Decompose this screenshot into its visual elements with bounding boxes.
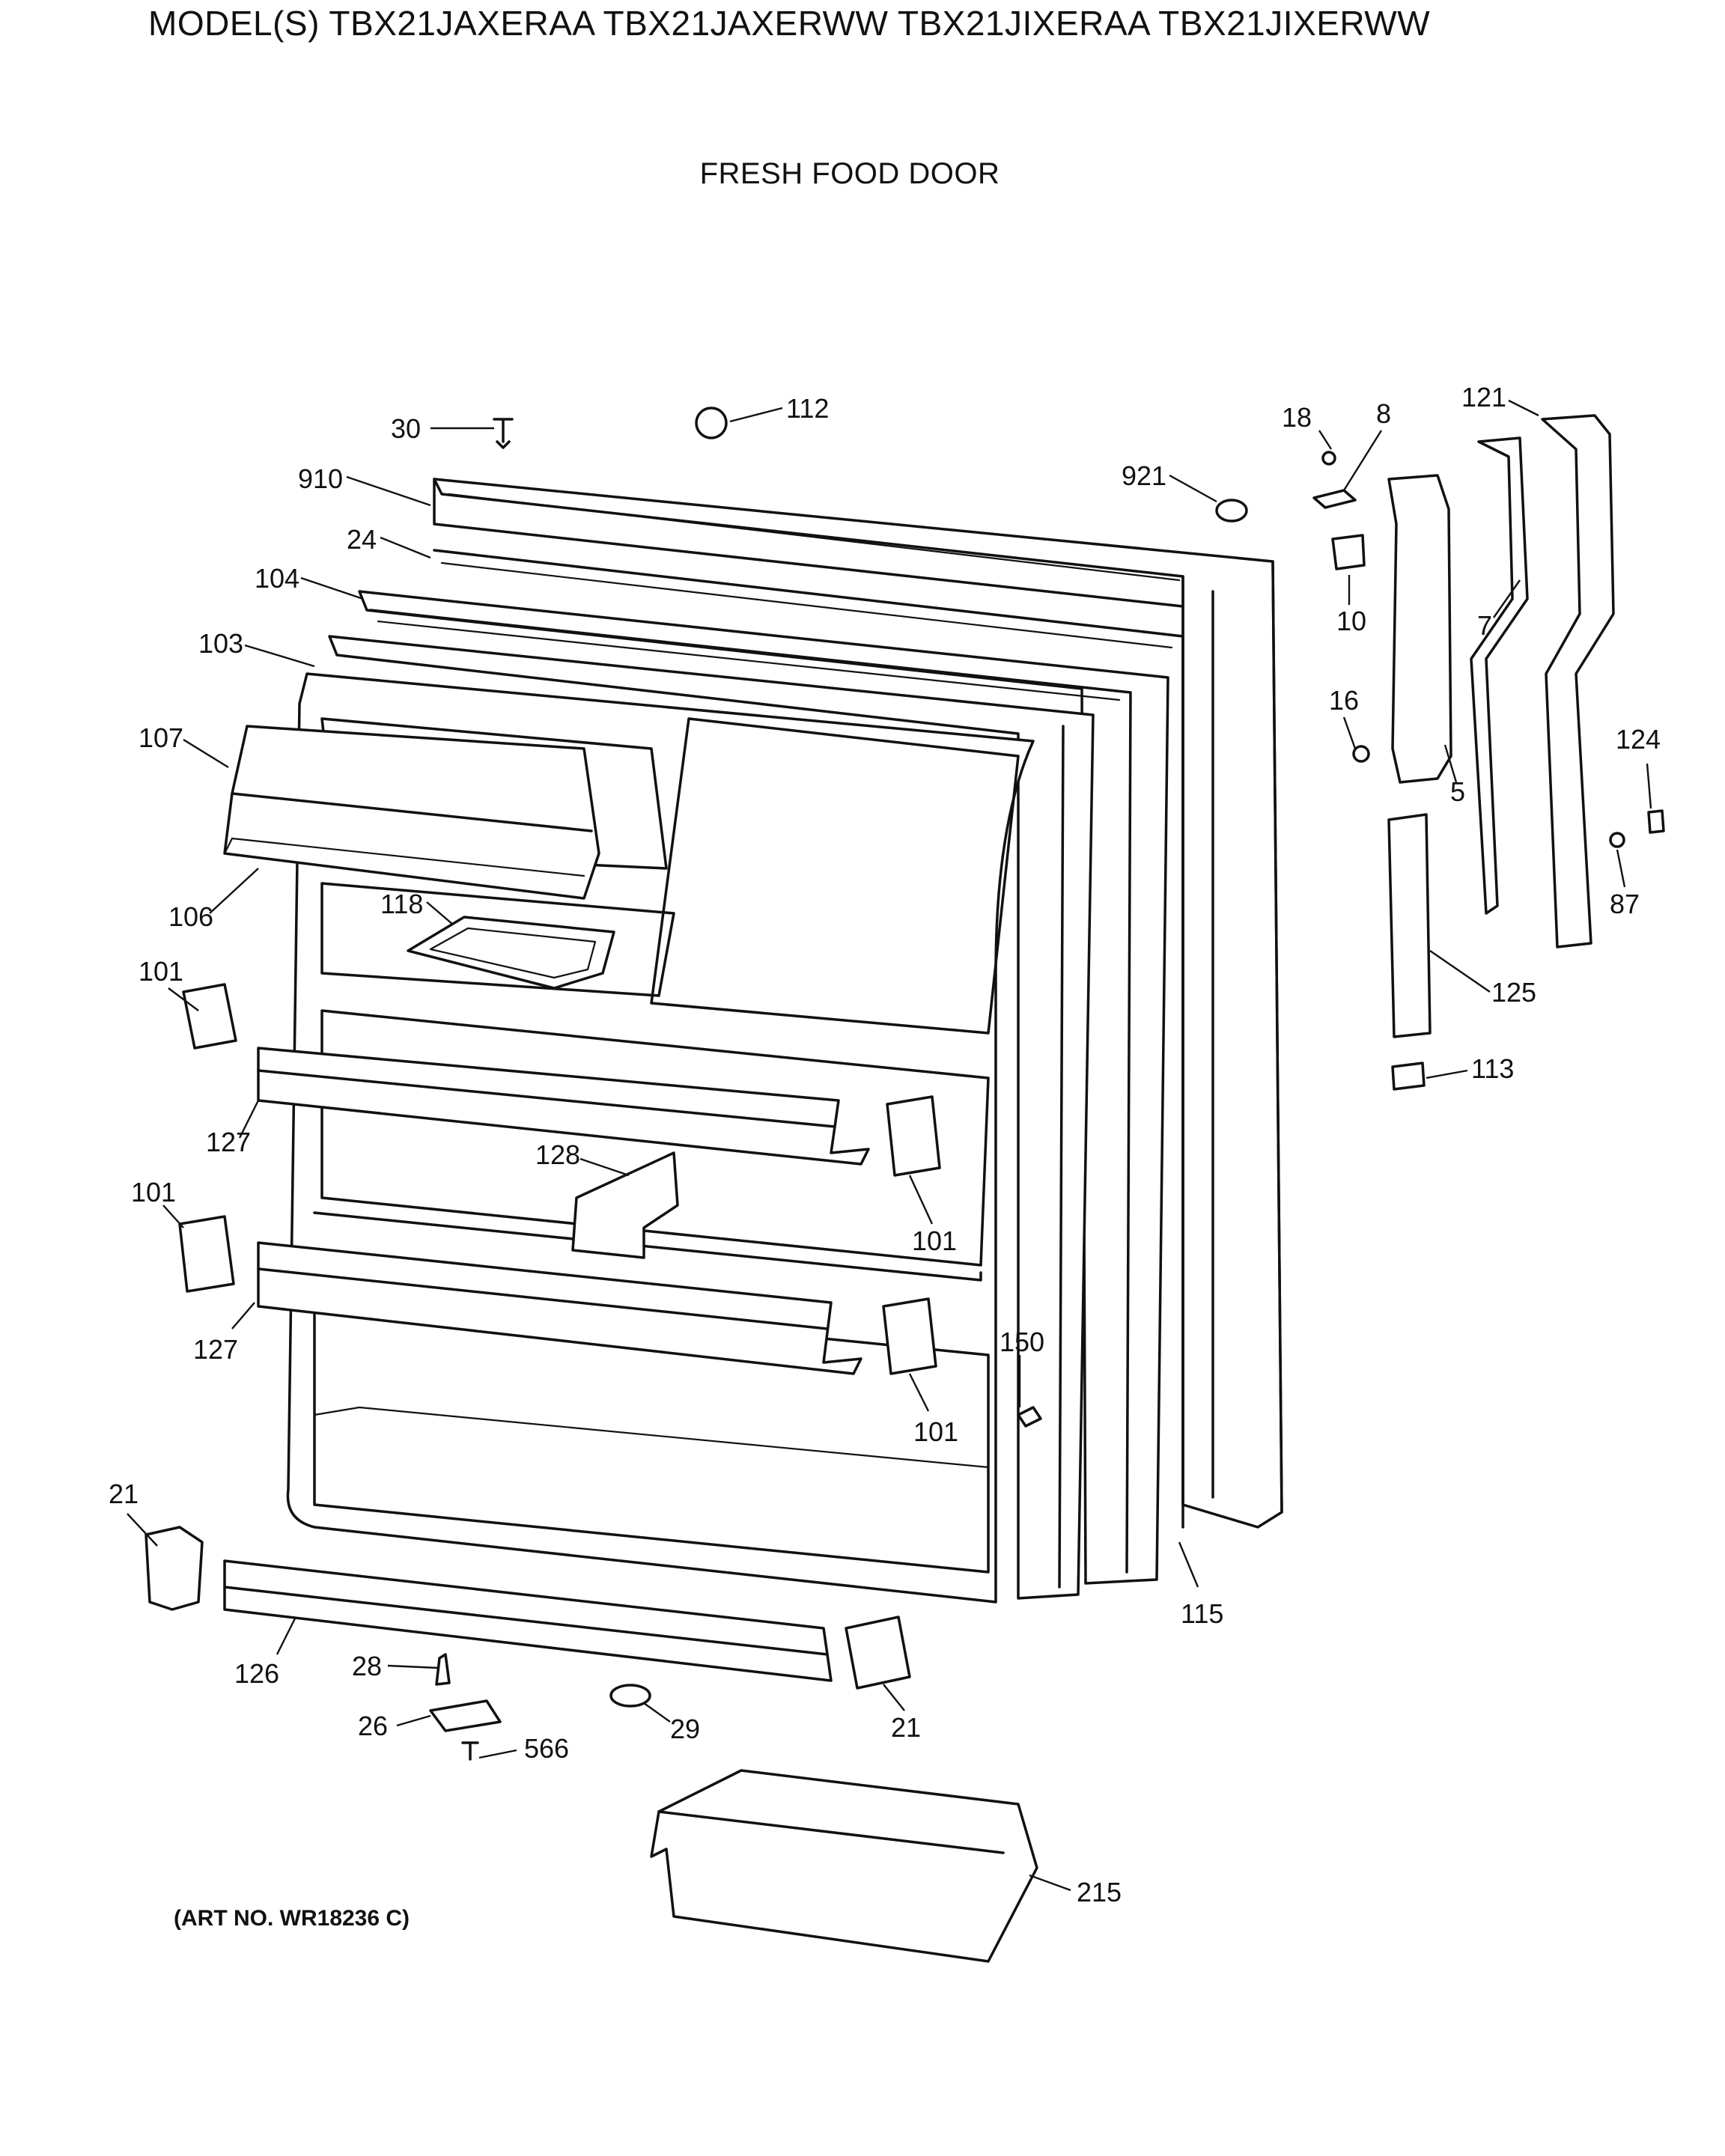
section-title: FRESH FOOD DOOR bbox=[699, 157, 1000, 190]
callout-113: 113 bbox=[1471, 1053, 1514, 1084]
hinge-caps bbox=[144, 1526, 911, 1690]
gasket bbox=[433, 549, 1184, 1529]
handle-trims bbox=[1470, 414, 1615, 948]
storage-bin bbox=[650, 1769, 1038, 1963]
callout-112: 112 bbox=[786, 393, 829, 424]
bottom-rail bbox=[223, 1559, 833, 1682]
callout-29: 29 bbox=[670, 1714, 700, 1744]
callout-103: 103 bbox=[198, 628, 243, 659]
callout-101-lower-left: 101 bbox=[131, 1177, 176, 1208]
callout-8: 8 bbox=[1376, 398, 1391, 429]
callout-115: 115 bbox=[1181, 1598, 1223, 1629]
callout-124: 124 bbox=[1616, 724, 1661, 755]
small-parts bbox=[429, 406, 1665, 1761]
tray bbox=[407, 916, 615, 990]
callout-26: 26 bbox=[358, 1711, 388, 1741]
callout-127-lower: 127 bbox=[193, 1334, 238, 1365]
model-list: MODEL(S) TBX21JAXERAA TBX21JAXERWW TBX21… bbox=[148, 4, 1431, 43]
callout-18: 18 bbox=[1282, 402, 1312, 433]
callout-10: 10 bbox=[1336, 606, 1366, 636]
callout-87: 87 bbox=[1610, 889, 1640, 919]
callout-910: 910 bbox=[298, 463, 343, 494]
callout-126: 126 bbox=[234, 1658, 279, 1689]
callout-101-lower-right: 101 bbox=[913, 1416, 958, 1447]
callout-5: 5 bbox=[1450, 776, 1465, 807]
callout-121: 121 bbox=[1461, 382, 1506, 412]
leader-lines bbox=[127, 399, 1652, 1892]
handle-channel bbox=[1387, 813, 1432, 1038]
callout-101-upper-right: 101 bbox=[912, 1225, 957, 1256]
callout-104: 104 bbox=[255, 563, 299, 594]
callout-128: 128 bbox=[535, 1139, 580, 1170]
callout-106: 106 bbox=[168, 901, 213, 932]
callout-101-upper-left: 101 bbox=[139, 956, 183, 987]
shelf-end-caps bbox=[178, 983, 941, 1375]
callout-566: 566 bbox=[524, 1733, 569, 1764]
door-shelf-lower bbox=[257, 1241, 862, 1375]
callout-16: 16 bbox=[1329, 685, 1359, 716]
shelf-divider bbox=[571, 1151, 679, 1259]
callout-107: 107 bbox=[139, 722, 183, 753]
callout-24: 24 bbox=[347, 524, 377, 555]
callout-215: 215 bbox=[1077, 1877, 1122, 1907]
dairy-compartment-door bbox=[223, 725, 600, 900]
art-number: (ART NO. WR18236 C) bbox=[174, 1906, 410, 1931]
callout-125: 125 bbox=[1491, 977, 1536, 1008]
callout-21-right: 21 bbox=[891, 1712, 921, 1743]
door-dike bbox=[358, 590, 1169, 1585]
door-handle bbox=[1387, 474, 1452, 784]
callout-21-left: 21 bbox=[109, 1479, 139, 1509]
door-liner bbox=[328, 635, 1095, 1600]
header: MODEL(S) TBX21JAXERAA TBX21JAXERWW TBX21… bbox=[0, 0, 1725, 60]
callout-28: 28 bbox=[352, 1651, 382, 1681]
callout-118: 118 bbox=[380, 889, 423, 919]
callout-921: 921 bbox=[1122, 460, 1166, 491]
callout-127-upper: 127 bbox=[206, 1127, 251, 1157]
callout-7: 7 bbox=[1477, 610, 1492, 641]
callout-150: 150 bbox=[1000, 1327, 1044, 1357]
callout-30: 30 bbox=[391, 413, 421, 444]
callouts: 30 112 910 921 18 8 121 24 104 10 103 7 … bbox=[109, 382, 1661, 1907]
